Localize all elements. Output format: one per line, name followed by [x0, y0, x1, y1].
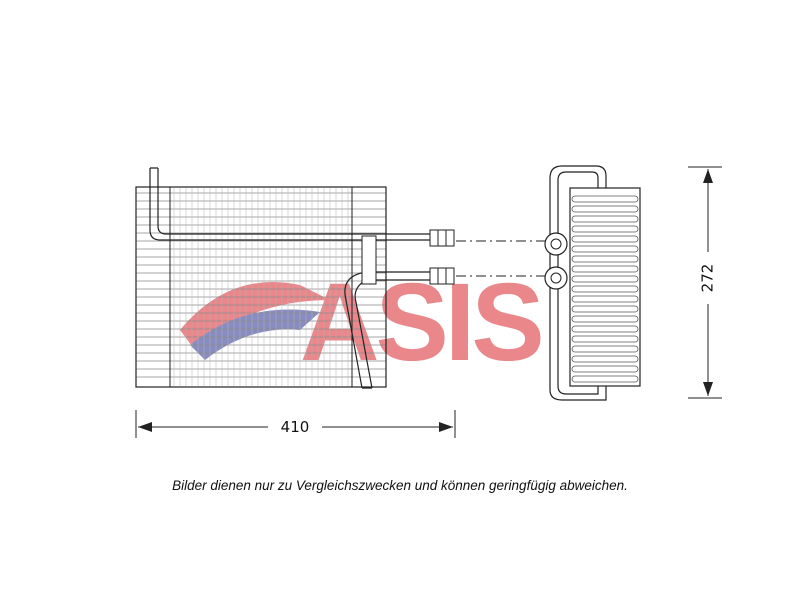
arrow-up-icon — [703, 169, 713, 183]
side-fin — [571, 205, 639, 213]
side-core — [569, 187, 641, 387]
watermark-swoosh — [180, 282, 330, 350]
side-fin — [571, 305, 639, 313]
side-fin — [571, 245, 639, 253]
side-fin — [571, 335, 639, 343]
watermark-text: ASIS — [300, 261, 541, 384]
side-fin — [571, 235, 639, 243]
side-port-upper — [544, 232, 568, 256]
side-fin — [571, 355, 639, 363]
watermark-logo: ASIS — [180, 261, 545, 384]
side-fin — [571, 375, 639, 383]
width-dimension: 410 — [135, 410, 456, 438]
side-port-lower-inner — [550, 272, 562, 284]
side-port-lower — [544, 266, 568, 290]
side-fin — [571, 365, 639, 373]
arrow-right-icon — [439, 422, 453, 432]
side-fin — [571, 315, 639, 323]
lower-pipe — [344, 271, 430, 389]
side-fin — [571, 225, 639, 233]
front-view — [135, 167, 548, 389]
arrow-down-icon — [703, 382, 713, 396]
upper-pipe — [149, 167, 430, 241]
side-fin — [571, 295, 639, 303]
side-fin — [571, 195, 639, 203]
upper-fitting — [429, 229, 455, 247]
height-dimension: 272 — [688, 166, 722, 399]
side-fins — [571, 195, 639, 383]
side-fin — [571, 345, 639, 353]
width-dimension-label: 410 — [281, 418, 310, 436]
side-view — [544, 165, 641, 401]
side-fin — [571, 215, 639, 223]
core-right-header — [351, 186, 387, 388]
pipe-junction-block — [361, 235, 377, 285]
side-fin — [571, 325, 639, 333]
core-fins — [136, 188, 386, 386]
height-dimension-label: 272 — [699, 264, 717, 293]
side-fin — [571, 275, 639, 283]
side-fin — [571, 265, 639, 273]
disclaimer-text: Bilder dienen nur zu Vergleichszwecken u… — [172, 478, 628, 493]
watermark-swoosh-blue — [190, 309, 320, 360]
side-fin — [571, 285, 639, 293]
arrow-left-icon — [138, 422, 152, 432]
side-fin — [571, 255, 639, 263]
side-pipe-outer — [549, 165, 607, 401]
side-port-upper-inner — [550, 238, 562, 250]
lower-fitting — [429, 267, 455, 285]
side-pipe-inner — [557, 171, 599, 395]
core-left-header — [135, 186, 171, 388]
